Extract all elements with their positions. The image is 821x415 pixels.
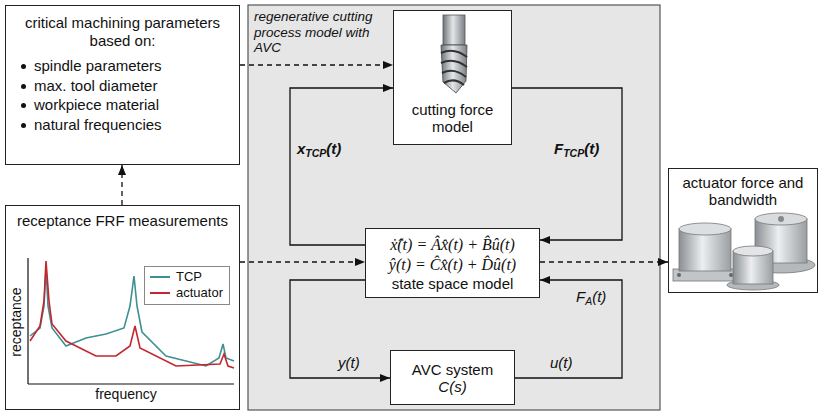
symbol-base: F [554,140,563,157]
plot-legend: TCPactuator [144,266,230,305]
box-heading: receptance FRF measurements [16,212,229,230]
x-axis [28,383,234,384]
signal-label: u(t) [548,354,575,371]
drawing-part [778,216,784,222]
legend-swatch [149,272,171,282]
state-space-box: ẋ̂(t) = Âx̂(t) + B̂û(t)ŷ(t) = Ĉx̂(t) … [365,228,540,298]
bullet-item: workpiece material [16,95,229,115]
transfer-function: C(s) [397,378,508,395]
signal-connector [512,88,622,240]
signal-connector [240,64,393,65]
panel-heading: regenerative cutting process model with … [254,9,394,56]
signal-label: FTCP(t) [552,140,601,157]
actuator-curve [30,261,234,368]
drawing-part [679,223,731,235]
box-label: cutting force model [400,101,505,135]
tool-flutes [441,45,467,93]
symbol-argument: (t) [326,140,341,157]
axis-label: receptance [9,287,24,356]
axis-label: frequency [95,387,156,402]
drawing-part [733,246,773,256]
legend-line [150,276,170,278]
signal-connector [121,165,122,205]
legend-swatch [149,288,171,298]
equation: ŷ(t) = Ĉx̂(t) + D̂û(t) [372,255,533,275]
cutting-force-box: cutting force model [393,10,512,145]
bullet-item: natural frequencies [16,115,229,135]
drawing-part [729,273,733,277]
legend-row: actuator [149,285,223,301]
box-label: actuator force and bandwidth [675,174,811,208]
parameter-box: critical machining parameters based on: s… [5,5,240,165]
tool-shank [443,15,465,45]
symbol-base: x [297,140,305,157]
process-panel-region: regenerative cutting process model with … [248,5,660,410]
frf-plot [6,206,239,409]
symbol-base: F [576,288,585,305]
legend-line [150,292,170,294]
symbol-argument: (t) [592,288,606,305]
signal-connector [540,261,668,262]
symbol-argument: (t) [584,140,599,157]
legend-text: actuator [176,285,223,301]
signal-label: xTCP(t) [295,140,343,157]
signal-name: FA(t) [574,289,608,306]
measurement-box: receptance FRF measurementsTCPactuator re… [5,205,240,410]
bullet-item: spindle parameters [16,56,229,76]
symbol-subscript: A [585,295,592,307]
drawing-part [677,273,681,277]
flute-edges [441,51,467,85]
equation: ẋ̂(t) = Âx̂(t) + B̂û(t) [372,235,533,255]
legend-row: TCP [149,269,223,285]
actuator-front [727,246,779,290]
signal-label: y(t) [336,354,362,371]
box-heading: critical machining parameters based on: [16,14,229,50]
bullet-item: max. tool diameter [16,76,229,96]
symbol-subscript: TCP [563,147,584,159]
actuator-left [673,223,737,281]
box-label: AVC system [397,361,508,378]
signal-connector [240,261,365,262]
y-axis [27,258,28,384]
box-label: state space model [372,275,533,292]
signal-connector [290,88,393,245]
end-mill-picture [394,11,513,99]
symbol-subscript: TCP [305,147,326,159]
drawing-part [755,213,807,225]
legend-text: TCP [176,269,202,285]
actuator-box: actuator force and bandwidth [668,168,818,293]
process-panel [248,5,660,410]
controller-box: AVC systemC(s) [390,350,515,405]
